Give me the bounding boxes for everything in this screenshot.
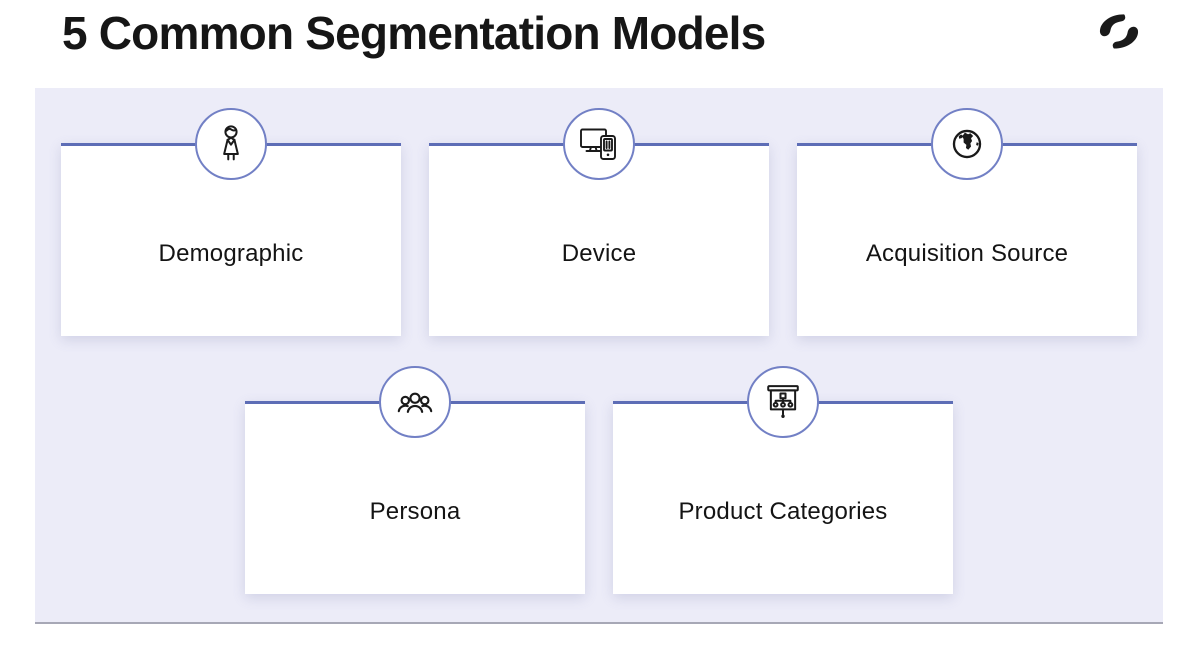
card-icon-circle: [747, 366, 819, 438]
card-label: Acquisition Source: [865, 240, 1069, 267]
card-device: Device: [429, 108, 769, 336]
card-acquisition-source: Acquisition Source: [797, 108, 1137, 336]
card-demographic: Demographic: [61, 108, 401, 336]
card-row-bottom: Persona Product Cate: [35, 366, 1163, 594]
people-group-icon: [397, 392, 433, 413]
card-label: Demographic: [158, 240, 304, 267]
card-icon-circle: [379, 366, 451, 438]
card-icon-circle: [195, 108, 267, 180]
card-label: Device: [561, 240, 637, 267]
card-product-categories: Product Categories: [613, 366, 953, 594]
presentation-org-chart-icon: [767, 385, 799, 418]
card-persona: Persona: [245, 366, 585, 594]
devices-icon: [580, 128, 616, 160]
globe-icon: [952, 129, 982, 159]
card-label: Product Categories: [678, 498, 888, 525]
card-label: Persona: [369, 498, 461, 525]
person-icon: [223, 125, 239, 161]
card-row-top: Demographic Device: [35, 108, 1163, 336]
cards-panel: Demographic Device: [35, 88, 1163, 624]
card-icon-circle: [563, 108, 635, 180]
brand-logo-icon: [1099, 14, 1139, 49]
card-icon-circle: [931, 108, 1003, 180]
page-title: 5 Common Segmentation Models: [62, 7, 766, 59]
